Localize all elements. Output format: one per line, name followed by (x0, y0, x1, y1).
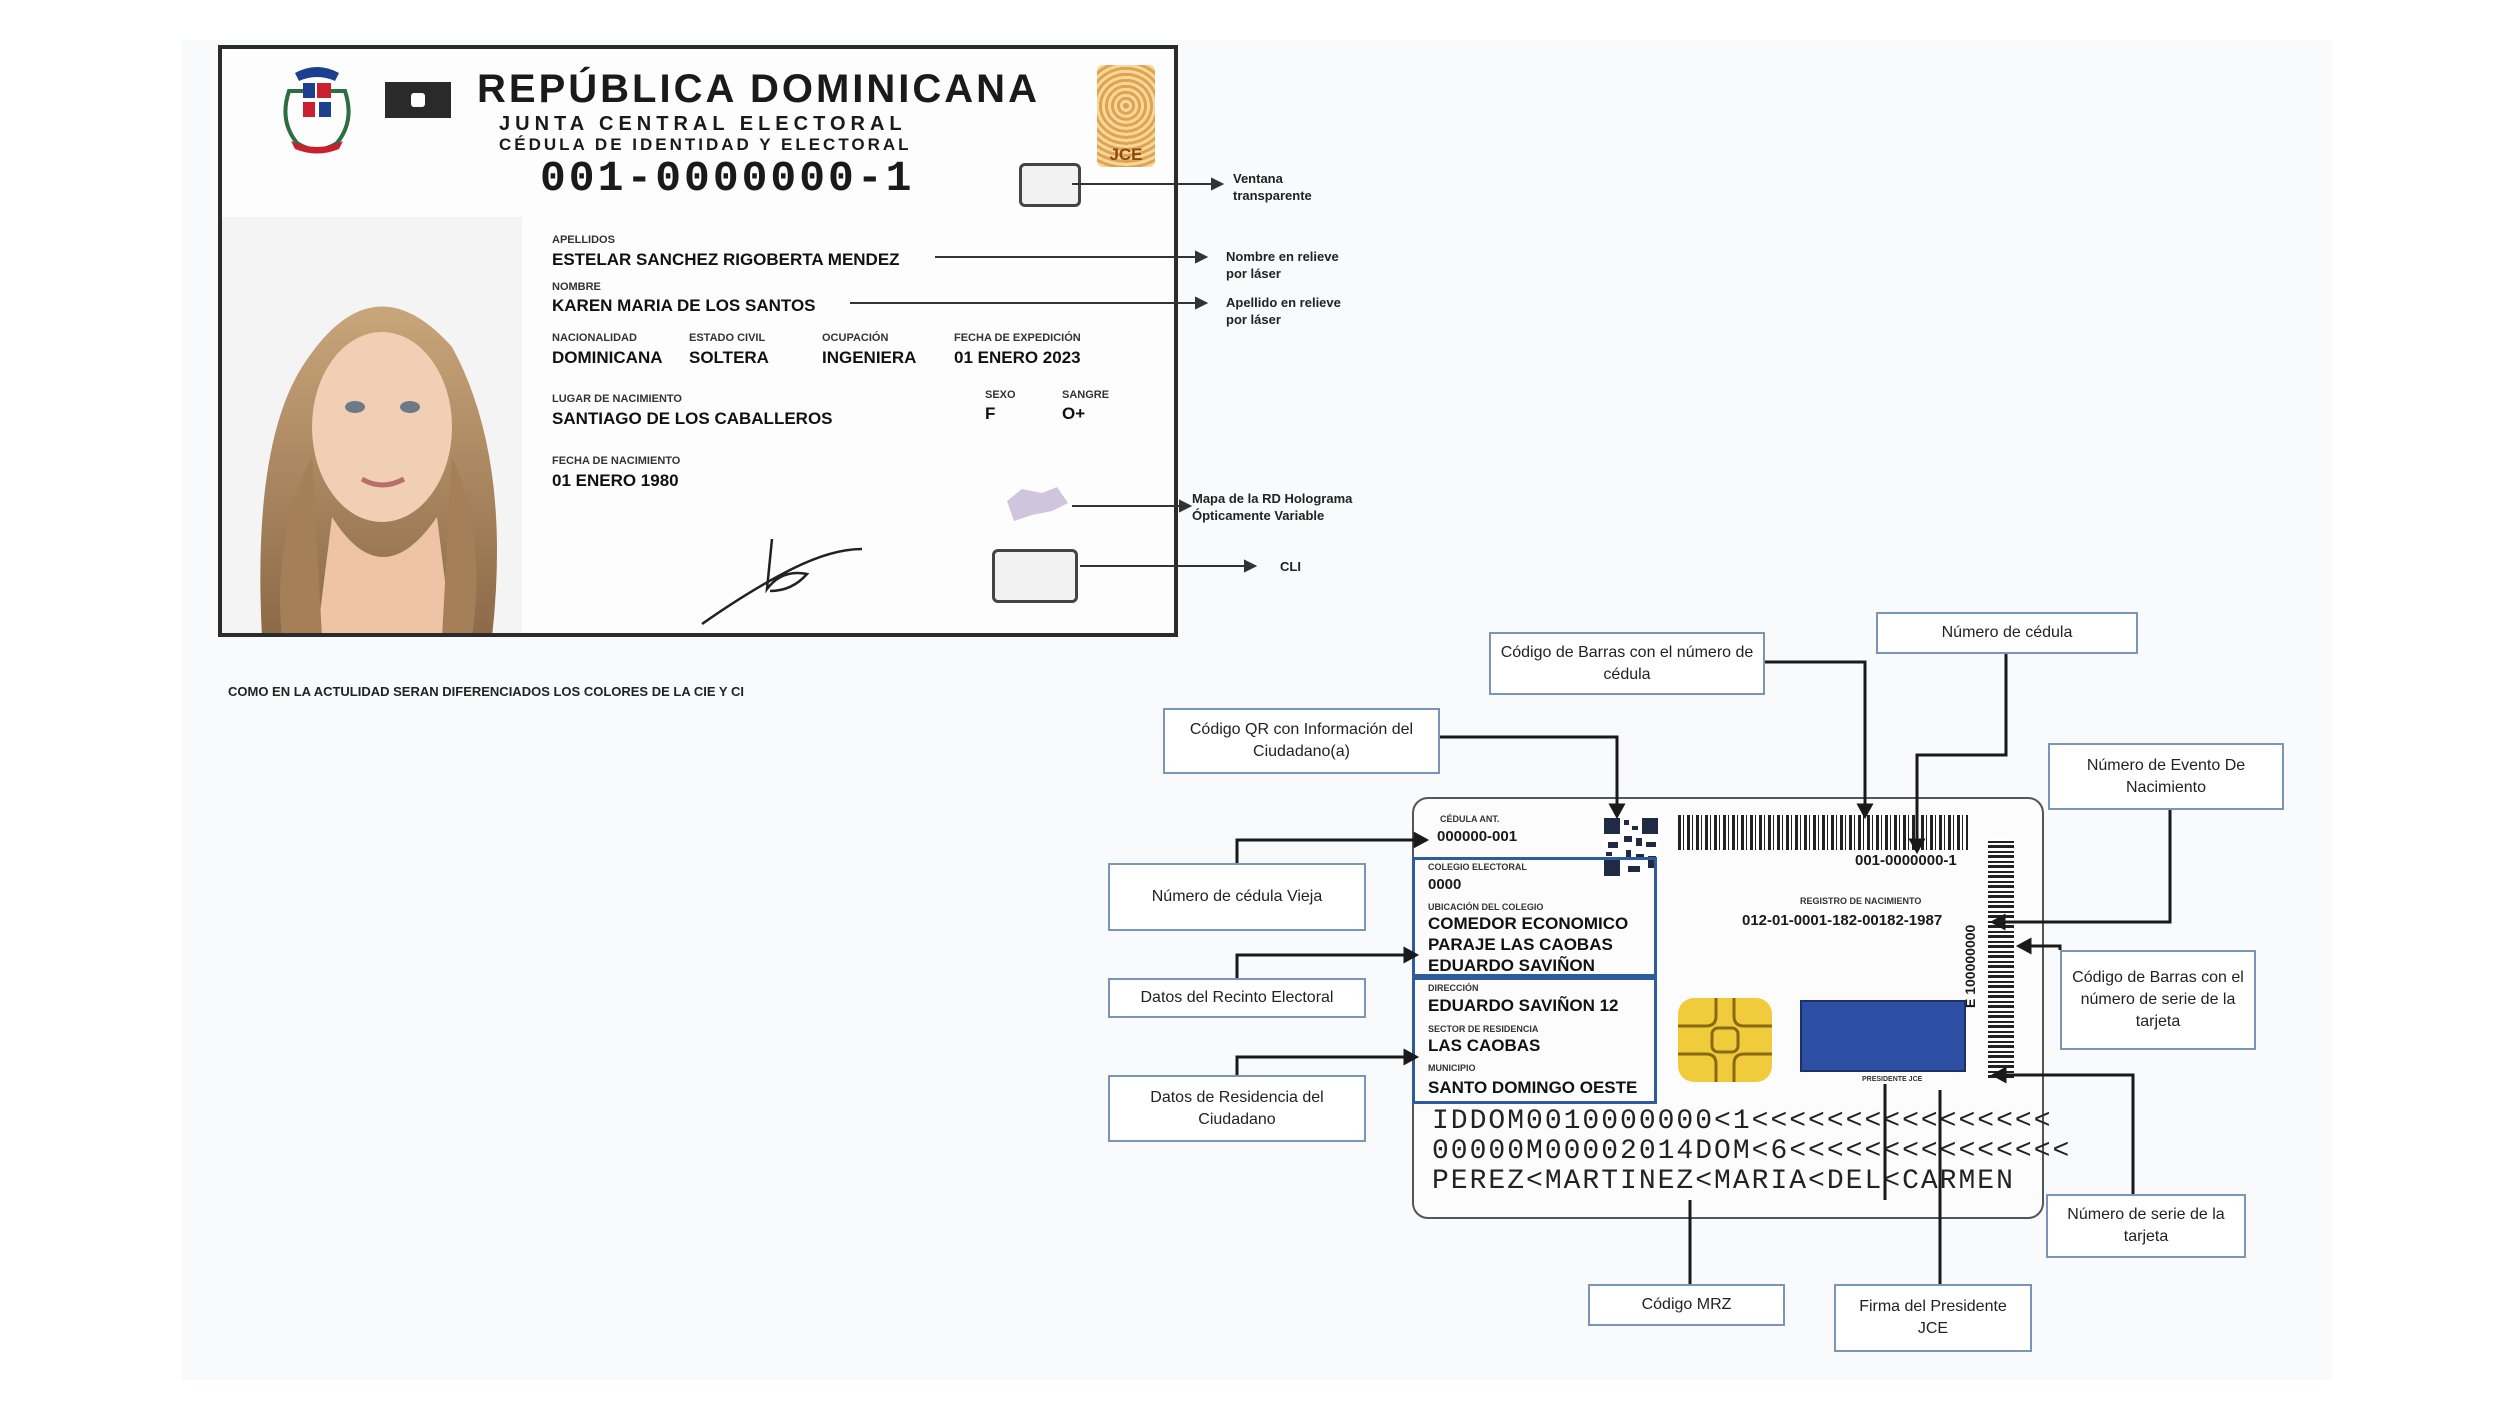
barcode-number: 001-0000000-1 (1855, 852, 1957, 869)
callout-firma: Firma del Presidente JCE (1834, 1284, 2032, 1352)
annotation-apellido-relieve: Apellido en relieve por láser (1226, 294, 1341, 328)
nombre-label: NOMBRE (552, 281, 601, 293)
annotation-ventana: Ventana transparente (1233, 170, 1312, 204)
callout-cedula-vieja: Número de cédula Vieja (1108, 863, 1366, 931)
signature-image (692, 529, 882, 629)
cedula-barcode (1678, 815, 1968, 850)
chip-icon (1676, 996, 1774, 1084)
direccion-label: DIRECCIÓN (1428, 983, 1479, 993)
card-id-number: 001-0000000-1 (540, 154, 914, 203)
ocupacion-value: INGENIERA (822, 348, 916, 368)
callout-residencia: Datos de Residencia del Ciudadano (1108, 1075, 1366, 1142)
colors-note: COMO EN LA ACTULIDAD SERAN DIFERENCIADOS… (228, 684, 744, 699)
estado-label: ESTADO CIVIL (689, 332, 765, 344)
callout-barras-serie: Código de Barras con el número de serie … (2060, 950, 2256, 1050)
coat-of-arms-icon (277, 61, 357, 156)
municipio-value: SANTO DOMINGO OESTE (1428, 1078, 1637, 1098)
presidente-label: PRESIDENTE JCE (1862, 1076, 1922, 1083)
ubicacion-line1: COMEDOR ECONOMICO (1428, 914, 1628, 934)
annotation-ventana-line1: Ventana (1233, 170, 1312, 187)
vertical-serial: E 100000000 (1962, 925, 1978, 1008)
card-country: REPÚBLICA DOMINICANA (477, 67, 1040, 112)
annotation-apellido-line1: Apellido en relieve (1226, 294, 1341, 311)
callout-numero-cedula: Número de cédula (1876, 612, 2138, 654)
fecha-nac-label: FECHA DE NACIMIENTO (552, 455, 680, 467)
mrz-line-1: IDDOM0010000000<1<<<<<<<<<<<<<<<< (1432, 1106, 2053, 1137)
estado-value: SOLTERA (689, 348, 769, 368)
lugar-label: LUGAR DE NACIMIENTO (552, 393, 682, 405)
callout-mrz: Código MRZ (1588, 1284, 1785, 1326)
card-agency: JUNTA CENTRAL ELECTORAL (499, 113, 907, 136)
expedicion-value: 01 ENERO 2023 (954, 348, 1081, 368)
cedula-ant-value: 000000-001 (1437, 828, 1517, 845)
sector-value: LAS CAOBAS (1428, 1036, 1540, 1056)
colegio-value: 0000 (1428, 876, 1461, 893)
id-card-front: REPÚBLICA DOMINICANA JUNTA CENTRAL ELECT… (218, 45, 1178, 637)
sexo-label: SEXO (985, 389, 1016, 401)
callout-barras-cedula: Código de Barras con el número de cédula (1489, 632, 1765, 695)
registro-value: 012-01-0001-182-00182-1987 (1742, 912, 1942, 929)
annotation-nombre-relieve: Nombre en relieve por láser (1226, 248, 1339, 282)
rd-map-hologram-icon (1002, 481, 1072, 526)
ubicacion-line2: PARAJE LAS CAOBAS (1428, 935, 1613, 955)
portrait-photo (222, 217, 522, 637)
annotation-mapa: Mapa de la RD Holograma Ópticamente Vari… (1192, 490, 1352, 524)
apellidos-label: APELLIDOS (552, 234, 615, 246)
cedula-ant-label: CÉDULA ANT. (1440, 814, 1499, 824)
flag-mark-icon (385, 82, 451, 118)
callout-serie: Número de serie de la tarjeta (2046, 1194, 2246, 1258)
jce-tag: JCE (1098, 145, 1154, 165)
sangre-value: O+ (1062, 404, 1085, 424)
cli-window-icon (992, 549, 1078, 603)
annotation-mapa-line2: Ópticamente Variable (1192, 507, 1352, 524)
annotation-cli: CLI (1280, 558, 1301, 575)
expedicion-label: FECHA DE EXPEDICIÓN (954, 332, 1081, 344)
transparent-window-icon (1019, 163, 1081, 207)
municipio-label: MUNICIPIO (1428, 1063, 1476, 1073)
sexo-value: F (985, 404, 995, 424)
direccion-value: EDUARDO SAVIÑON 12 (1428, 996, 1619, 1016)
callout-evento: Número de Evento De Nacimiento (2048, 743, 2284, 810)
serial-barcode (1988, 838, 2014, 1078)
nacionalidad-label: NACIONALIDAD (552, 332, 637, 344)
president-signature-box (1800, 1000, 1966, 1072)
apellidos-value: ESTELAR SANCHEZ RIGOBERTA MENDEZ (552, 250, 900, 270)
annotation-ventana-line2: transparente (1233, 187, 1312, 204)
colegio-label: COLEGIO ELECTORAL (1428, 862, 1527, 872)
annotation-nombre-line1: Nombre en relieve (1226, 248, 1339, 265)
fecha-nac-value: 01 ENERO 1980 (552, 471, 679, 491)
lugar-value: SANTIAGO DE LOS CABALLEROS (552, 409, 833, 429)
callout-recinto: Datos del Recinto Electoral (1108, 978, 1366, 1018)
callout-qr: Código QR con Información del Ciudadano(… (1163, 708, 1440, 774)
annotation-nombre-line2: por láser (1226, 265, 1339, 282)
card-doc-type: CÉDULA DE IDENTIDAD Y ELECTORAL (499, 135, 912, 155)
nombre-value: KAREN MARIA DE LOS SANTOS (552, 296, 816, 316)
mrz-line-2: 00000M00002014DOM<6<<<<<<<<<<<<<<< (1432, 1136, 2071, 1167)
sector-label: SECTOR DE RESIDENCIA (1428, 1024, 1538, 1034)
annotation-apellido-line2: por láser (1226, 311, 1341, 328)
nacionalidad-value: DOMINICANA (552, 348, 663, 368)
annotation-mapa-line1: Mapa de la RD Holograma (1192, 490, 1352, 507)
ocupacion-label: OCUPACIÓN (822, 332, 888, 344)
mrz-line-3: PEREZ<MARTINEZ<MARIA<DEL<CARMEN (1432, 1166, 2015, 1197)
registro-label: REGISTRO DE NACIMIENTO (1800, 896, 1921, 906)
sangre-label: SANGRE (1062, 389, 1109, 401)
ubicacion-label: UBICACIÓN DEL COLEGIO (1428, 902, 1543, 912)
ubicacion-line3: EDUARDO SAVIÑON (1428, 956, 1595, 976)
